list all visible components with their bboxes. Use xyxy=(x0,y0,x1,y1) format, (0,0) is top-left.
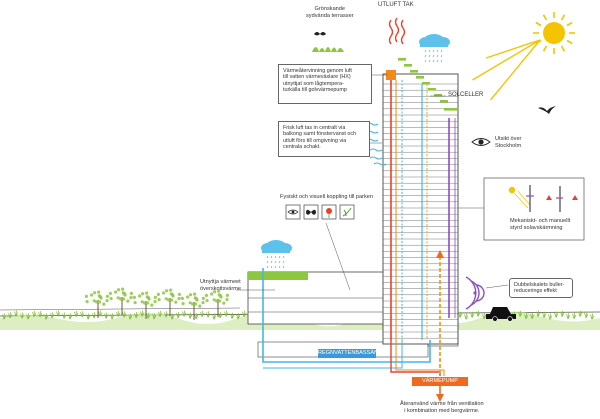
label-double-facade: Dubbelskalets buller- reducerings effekt xyxy=(509,278,573,298)
label-park-link: Fysiskt och visuell koppling till parken xyxy=(280,194,373,200)
park-icons xyxy=(285,204,355,220)
terrace-vignette xyxy=(311,30,345,52)
sun-control-panel xyxy=(483,177,585,241)
cloud-icon xyxy=(261,34,450,269)
tower xyxy=(382,58,459,345)
car-icon xyxy=(486,307,516,322)
leader-lines xyxy=(0,74,509,311)
label-terraces: Grönskande sydvända terrasser xyxy=(306,6,354,19)
tag-heat-pump: VÄRMEPUMP xyxy=(421,378,459,384)
tag-backgrounds xyxy=(318,349,468,386)
label-solceller: SOLCELLER xyxy=(448,92,484,98)
label-reuse-heat: Återanvänd värme från ventilation i komb… xyxy=(400,401,484,414)
label-heat-recovery: Värmeåtervinning genom luft till vatten … xyxy=(278,64,372,104)
eye-icon xyxy=(287,209,299,215)
butterfly-icon xyxy=(306,209,316,215)
sound-wave-icon xyxy=(465,276,485,310)
label-view: Utsikt över Stockholm xyxy=(495,136,522,149)
flower-icon xyxy=(326,208,332,214)
pipes xyxy=(262,250,445,402)
eye-icon xyxy=(471,138,491,146)
bird-icon xyxy=(538,106,556,114)
tree-icon xyxy=(84,287,229,320)
label-sun-control: Mekaniskt- och manuellt styrd solavskärm… xyxy=(510,218,571,231)
tag-rainwater-tank: REGNVATTENBASSÄNG xyxy=(318,350,383,356)
label-utluft-tak: UTLUFT TAK xyxy=(378,2,414,8)
label-surplus-heat: Utnyttja värmeet överskottsvärme xyxy=(200,279,242,292)
heat-wave-icon xyxy=(388,17,406,45)
label-fresh-air: Frisk luft tas in centralt via balkong s… xyxy=(278,121,370,157)
sun-icon xyxy=(472,12,575,101)
